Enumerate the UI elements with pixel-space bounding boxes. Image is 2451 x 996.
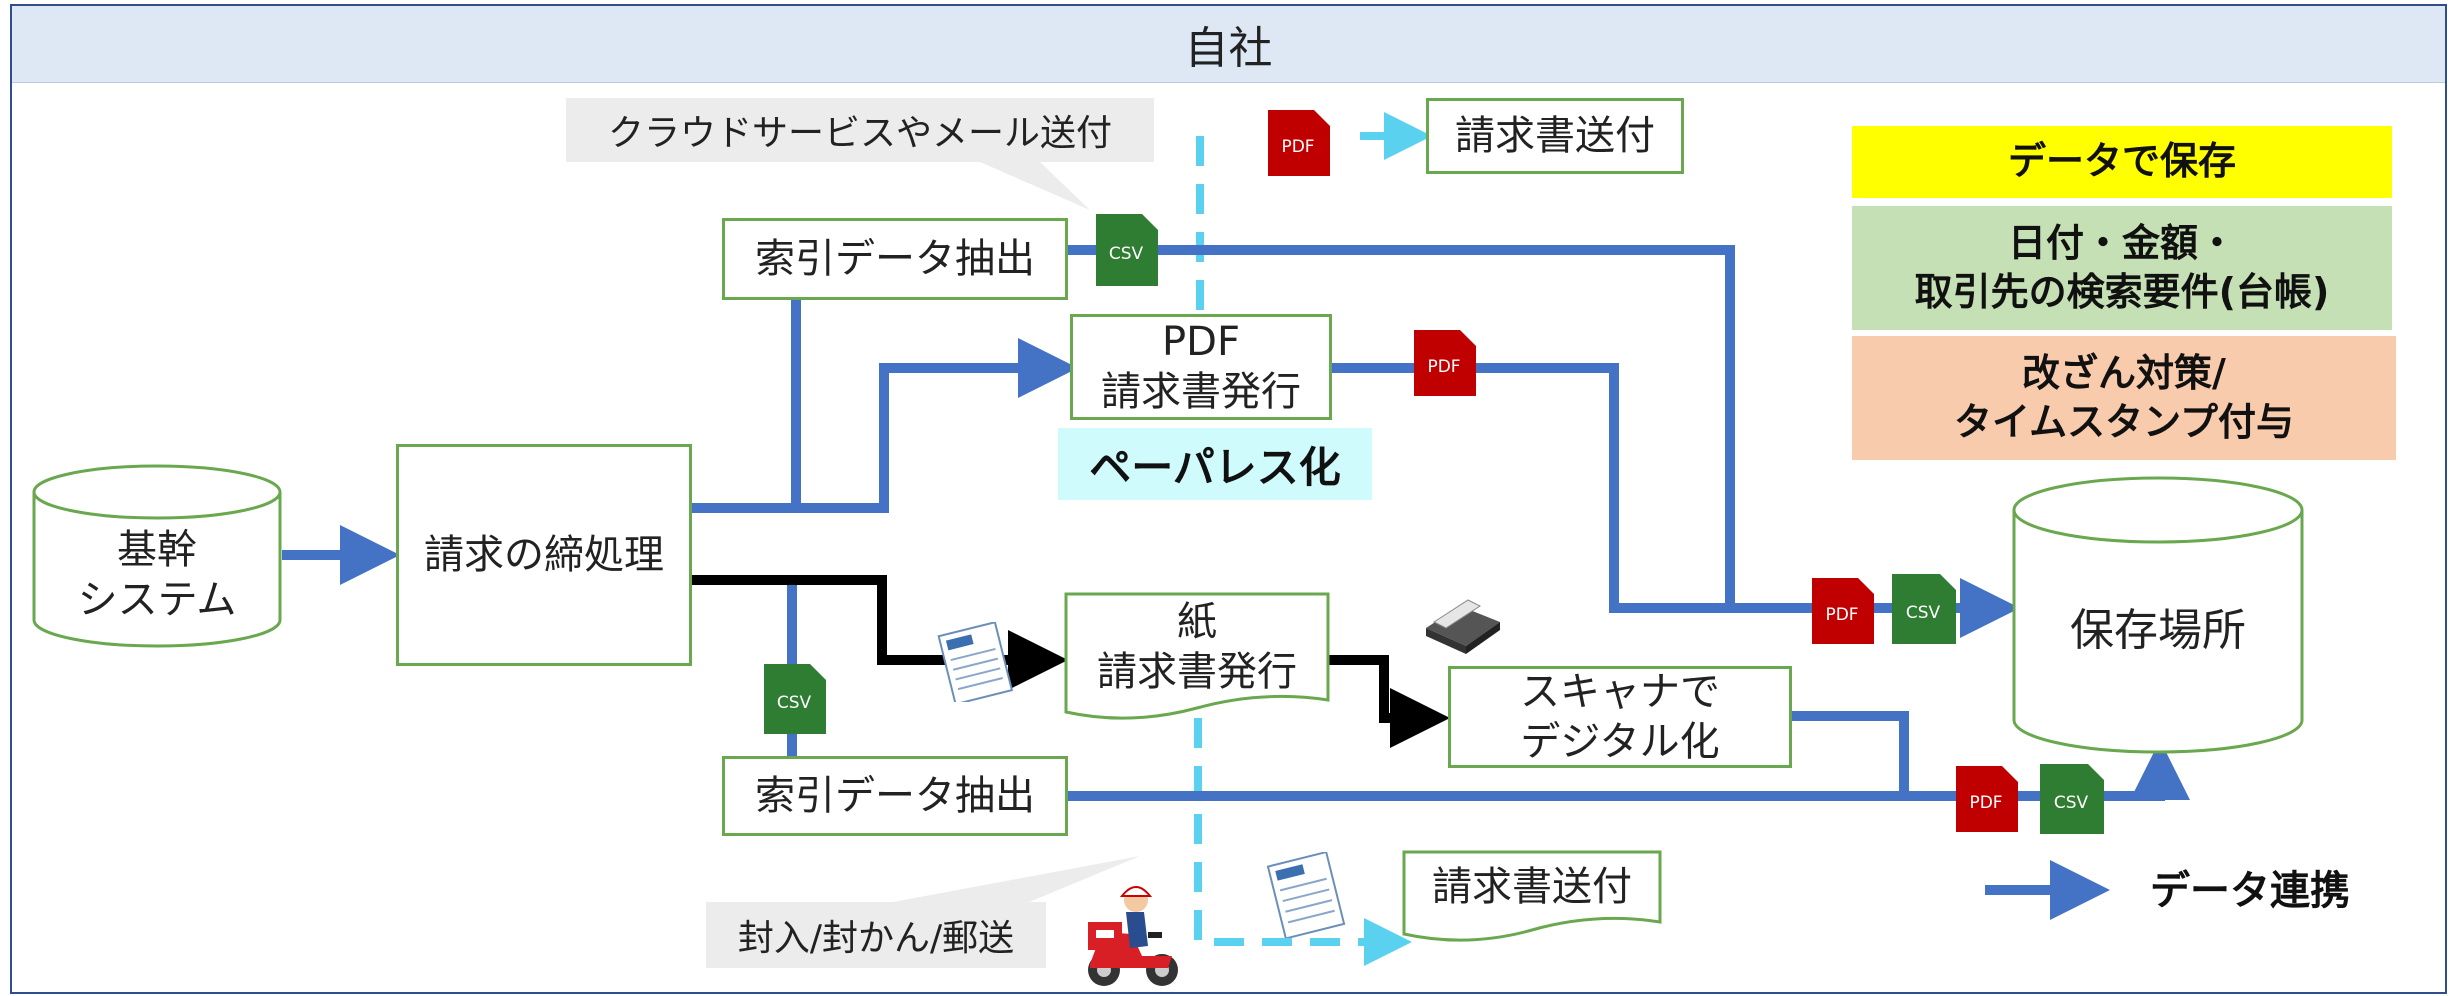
send-bottom-shape bbox=[1402, 850, 1662, 942]
pdf-badge: PDF bbox=[1812, 578, 1874, 644]
postman-scooter-icon bbox=[1088, 886, 1178, 986]
svg-text:PDF: PDF bbox=[1825, 605, 1858, 625]
company-header: 自社 bbox=[12, 6, 2445, 83]
requirement-save-as-data: データで保存 bbox=[1852, 126, 2392, 198]
paper-issue-label: 紙 請求書発行 bbox=[1097, 599, 1297, 695]
requirement-tamper: 改ざん対策/ タイムスタンプ付与 bbox=[1852, 336, 2396, 460]
scanner-box: スキャナで デジタル化 bbox=[1448, 666, 1792, 768]
csv-badge: CSV bbox=[1892, 574, 1956, 644]
cloud-callout-pointer bbox=[980, 162, 1090, 210]
index-extract-top-box: 索引データ抽出 bbox=[722, 218, 1068, 300]
storage-cylinder bbox=[2012, 476, 2304, 754]
svg-text:PDF: PDF bbox=[1281, 137, 1314, 157]
cloud-mail-callout: クラウドサービスやメール送付 bbox=[566, 98, 1154, 162]
storage-label: 保存場所 bbox=[2070, 604, 2246, 656]
requirement-search: 日付・金額・ 取引先の検索要件(台帳) bbox=[1852, 206, 2392, 330]
flow-billing-to-pdf bbox=[692, 338, 1078, 513]
pdf-badge: PDF bbox=[1268, 110, 1330, 176]
send-flow-top bbox=[1190, 128, 1204, 310]
core-system-cylinder bbox=[32, 464, 282, 648]
index-extract-bottom-box: 索引データ抽出 bbox=[722, 756, 1068, 836]
billing-close-box: 請求の締処理 bbox=[396, 444, 692, 666]
send-bottom-label: 請求書送付 bbox=[1432, 864, 1632, 910]
csv-badge: CSV bbox=[764, 664, 826, 734]
paper-issue-shape bbox=[1064, 592, 1330, 720]
csv-badge: CSV bbox=[1096, 214, 1158, 286]
invoice-document-icon bbox=[1266, 852, 1346, 938]
paperless-label: ペーパレス化 bbox=[1058, 428, 1372, 500]
mail-post-callout: 封入/封かん/郵送 bbox=[706, 902, 1046, 968]
send-top-box: 請求書送付 bbox=[1426, 98, 1684, 174]
company-frame bbox=[10, 4, 2447, 994]
svg-text:PDF: PDF bbox=[1427, 357, 1460, 377]
svg-text:CSV: CSV bbox=[777, 693, 812, 713]
pdf-badge: PDF bbox=[1956, 766, 2018, 832]
flow-index-bottom-to-storage bbox=[1068, 740, 2190, 801]
pdf-issue-box: PDF 請求書発行 bbox=[1070, 314, 1332, 420]
pdf-badge: PDF bbox=[1414, 330, 1476, 396]
legend-data-link-label: データ連携 bbox=[2150, 868, 2350, 914]
svg-text:PDF: PDF bbox=[1969, 793, 2002, 813]
flow-scanner-to-storage bbox=[1792, 711, 1909, 796]
svg-text:CSV: CSV bbox=[1109, 244, 1144, 264]
invoice-document-icon bbox=[937, 622, 1014, 702]
core-system-label: 基幹 システム bbox=[77, 527, 237, 623]
scanner-icon bbox=[1426, 599, 1500, 654]
svg-text:CSV: CSV bbox=[2054, 793, 2089, 813]
mail-callout-pointer bbox=[850, 856, 1140, 910]
csv-badge: CSV bbox=[2040, 764, 2104, 834]
flow-paper-to-scanner bbox=[1328, 655, 1450, 748]
svg-text:CSV: CSV bbox=[1906, 603, 1941, 623]
